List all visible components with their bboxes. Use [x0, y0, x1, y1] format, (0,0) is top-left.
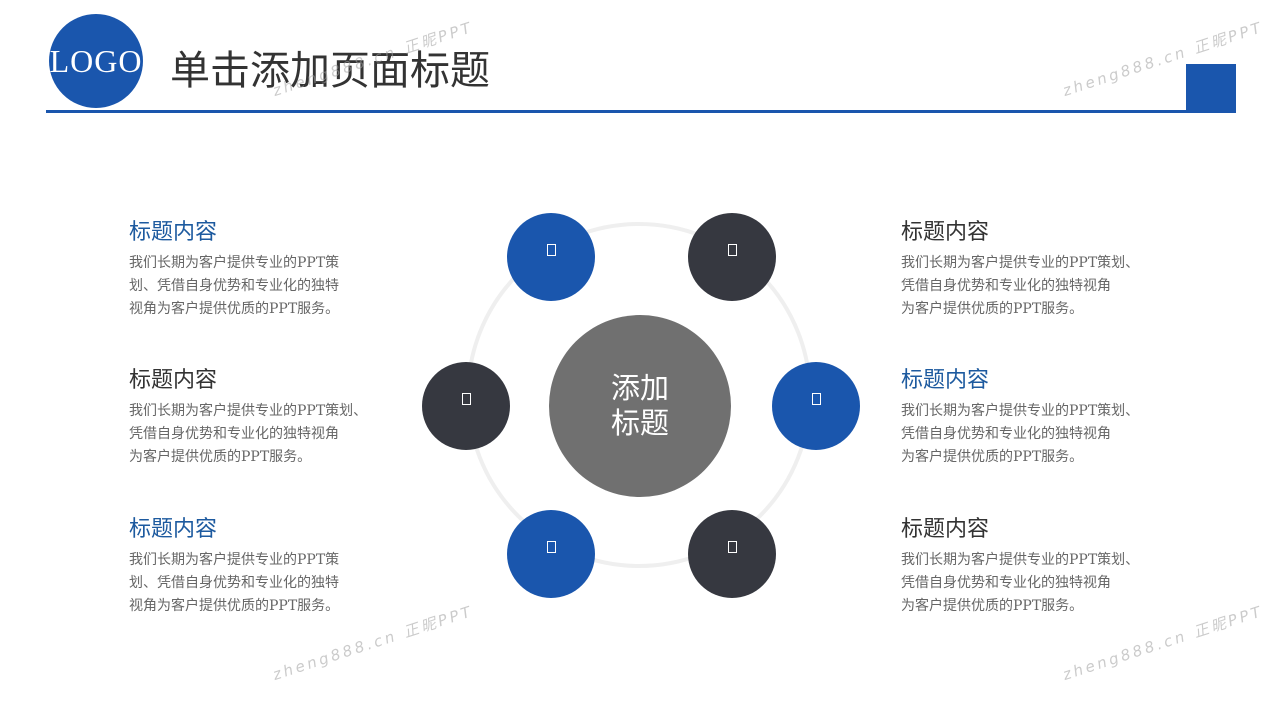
block-body[interactable]: 我们长期为客户提供专业的PPT策 划、凭借自身优势和专业化的独特 视角为客户提供…: [129, 552, 340, 614]
node-bottom-right[interactable]: [688, 510, 776, 598]
node-middle-left[interactable]: [422, 362, 510, 450]
text-block-left-2: 标题内容 我们长期为客户提供专业的PPT策划、 凭借自身优势和专业化的独特视角 …: [129, 362, 399, 469]
placeholder-icon: [546, 541, 556, 553]
block-body[interactable]: 我们长期为客户提供专业的PPT策划、 凭借自身优势和专业化的独特视角 为客户提供…: [129, 403, 368, 465]
text-block-left-1: 标题内容 我们长期为客户提供专业的PPT策 划、凭借自身优势和专业化的独特 视角…: [129, 214, 399, 321]
block-body[interactable]: 我们长期为客户提供专业的PPT策划、 凭借自身优势和专业化的独特视角 为客户提供…: [901, 255, 1140, 317]
block-body[interactable]: 我们长期为客户提供专业的PPT策划、 凭借自身优势和专业化的独特视角 为客户提供…: [901, 552, 1140, 614]
block-title[interactable]: 标题内容: [129, 517, 218, 542]
placeholder-icon: [811, 393, 821, 405]
block-title[interactable]: 标题内容: [901, 368, 990, 393]
block-title[interactable]: 标题内容: [901, 517, 990, 542]
block-body[interactable]: 我们长期为客户提供专业的PPT策划、 凭借自身优势和专业化的独特视角 为客户提供…: [901, 403, 1140, 465]
center-hub[interactable]: 添加 标题: [549, 315, 731, 497]
node-bottom-left[interactable]: [507, 510, 595, 598]
placeholder-icon: [727, 541, 737, 553]
hub-line-1: 添加: [610, 371, 669, 406]
text-block-right-3: 标题内容 我们长期为客户提供专业的PPT策划、 凭借自身优势和专业化的独特视角 …: [901, 511, 1171, 618]
block-title[interactable]: 标题内容: [901, 220, 990, 245]
header-divider: [46, 110, 1236, 113]
logo-text: LOGO: [49, 42, 143, 79]
placeholder-icon: [461, 393, 471, 405]
block-title[interactable]: 标题内容: [129, 220, 218, 245]
text-block-right-2: 标题内容 我们长期为客户提供专业的PPT策划、 凭借自身优势和专业化的独特视角 …: [901, 362, 1171, 469]
placeholder-icon: [727, 244, 737, 256]
node-top-left[interactable]: [507, 213, 595, 301]
text-block-left-3: 标题内容 我们长期为客户提供专业的PPT策 划、凭借自身优势和专业化的独特 视角…: [129, 511, 399, 618]
hub-line-2: 标题: [610, 406, 669, 440]
node-middle-right[interactable]: [772, 362, 860, 450]
node-top-right[interactable]: [688, 213, 776, 301]
corner-accent-square: [1186, 64, 1236, 112]
text-block-right-1: 标题内容 我们长期为客户提供专业的PPT策划、 凭借自身优势和专业化的独特视角 …: [901, 214, 1171, 321]
logo: LOGO: [49, 14, 143, 108]
block-body[interactable]: 我们长期为客户提供专业的PPT策 划、凭借自身优势和专业化的独特 视角为客户提供…: [129, 255, 340, 317]
page-title[interactable]: 单击添加页面标题: [170, 48, 490, 94]
placeholder-icon: [546, 244, 556, 256]
block-title[interactable]: 标题内容: [129, 368, 218, 393]
